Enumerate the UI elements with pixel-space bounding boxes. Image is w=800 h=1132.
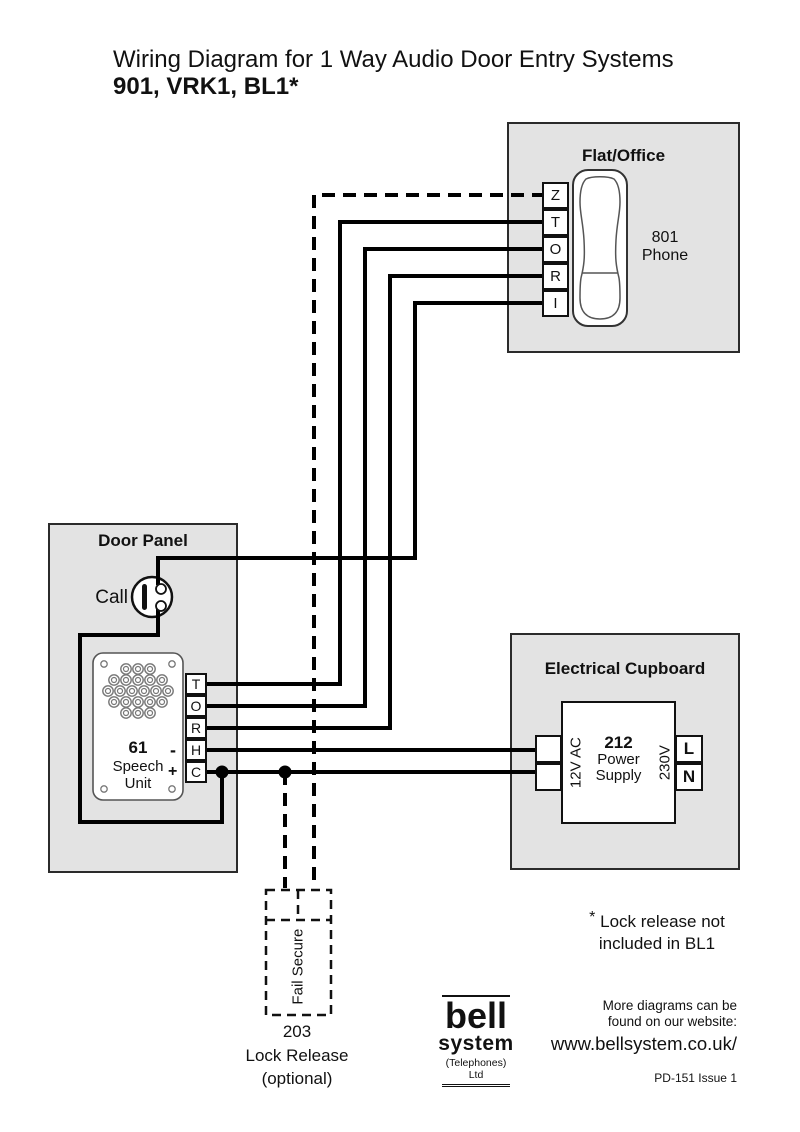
- bell-system-logo: bell system (Telephones) Ltd: [437, 995, 515, 1087]
- junction-dot: [278, 765, 292, 779]
- screw-icon: [168, 660, 176, 668]
- website-line-2: found on our website:: [607, 1014, 737, 1029]
- phone-handset-icon: [572, 169, 628, 327]
- logo-rule-top: [442, 995, 510, 997]
- doc-reference: PD-151 Issue 1: [654, 1071, 737, 1085]
- psu-terminal-l: L: [675, 735, 703, 763]
- psu-12v-terminal-2: [535, 763, 562, 791]
- speech-unit-name-2: Unit: [124, 775, 152, 792]
- wire-o: [204, 247, 545, 708]
- page-subtitle: 901, VRK1, BL1*: [113, 73, 299, 100]
- screw-icon: [100, 660, 108, 668]
- speech-terminal-r: R: [185, 717, 207, 739]
- plus-sign: +: [168, 763, 178, 780]
- speech-terminal-h: H: [185, 739, 207, 761]
- lock-release-outline: [264, 888, 333, 1017]
- phone-model: 801: [651, 229, 679, 246]
- psu-230v-label: 230V: [656, 745, 674, 781]
- logo-name: bell: [444, 995, 507, 1036]
- phone-label: Phone: [641, 247, 689, 264]
- psu-12vac-label: 12V AC: [567, 737, 585, 789]
- speech-unit-name-1: Speech: [112, 758, 164, 775]
- call-label: Call: [95, 587, 128, 608]
- screw-icon: [100, 785, 108, 793]
- wire-t: [204, 220, 545, 686]
- website-line-1: More diagrams can be: [602, 998, 737, 1013]
- minus-sign: -: [170, 740, 176, 760]
- page-title: Wiring Diagram for 1 Way Audio Door Entr…: [113, 46, 674, 73]
- phone-terminal-o: O: [542, 236, 569, 263]
- lock-release-name: Lock Release: [245, 1046, 349, 1065]
- footnote-line-1: * Lock release not: [589, 909, 725, 931]
- psu-model: 212: [604, 733, 633, 752]
- call-button-icon: [130, 575, 174, 619]
- electrical-cupboard-title: Electrical Cupboard: [544, 659, 706, 678]
- logo-rule-bottom: [442, 1084, 510, 1087]
- speech-unit-plate: [92, 652, 184, 801]
- phone-terminal-z: Z: [542, 182, 569, 209]
- junction-dot: [215, 765, 229, 779]
- call-terminal-top: [155, 583, 167, 595]
- footnote-line-2: included in BL1: [598, 934, 716, 953]
- wire-call-to-c: [78, 609, 224, 824]
- logo-company: (Telephones) Ltd: [445, 1057, 507, 1081]
- fail-secure-label: Fail Secure: [289, 928, 307, 1005]
- speech-unit-model: 61: [128, 738, 148, 757]
- phone-terminal-t: T: [542, 209, 569, 236]
- power-supply-body: [561, 701, 676, 824]
- speech-terminal-c: C: [185, 761, 207, 783]
- phone-terminal-i: I: [542, 290, 569, 317]
- speech-terminal-t: T: [185, 673, 207, 695]
- psu-terminal-n: N: [675, 763, 703, 791]
- flat-office-title: Flat/Office: [581, 146, 666, 165]
- wire-call-to-i: [156, 301, 545, 585]
- psu-12v-terminal-1: [535, 735, 562, 763]
- lock-release-model: 203: [282, 1022, 312, 1041]
- call-terminal-bottom: [155, 600, 167, 612]
- asterisk: *: [589, 909, 596, 926]
- website-url: www.bellsystem.co.uk/: [550, 1033, 737, 1054]
- speech-terminal-o: O: [185, 695, 207, 717]
- screw-icon: [168, 785, 176, 793]
- wire-r: [204, 274, 545, 730]
- psu-name-1: Power: [597, 751, 640, 768]
- lock-release-note: (optional): [261, 1069, 333, 1088]
- logo-type: system: [438, 1032, 514, 1055]
- phone-terminal-r: R: [542, 263, 569, 290]
- wire-z-to-lock-right: [312, 193, 545, 888]
- door-panel-title: Door Panel: [98, 531, 188, 550]
- psu-name-2: Supply: [595, 767, 642, 784]
